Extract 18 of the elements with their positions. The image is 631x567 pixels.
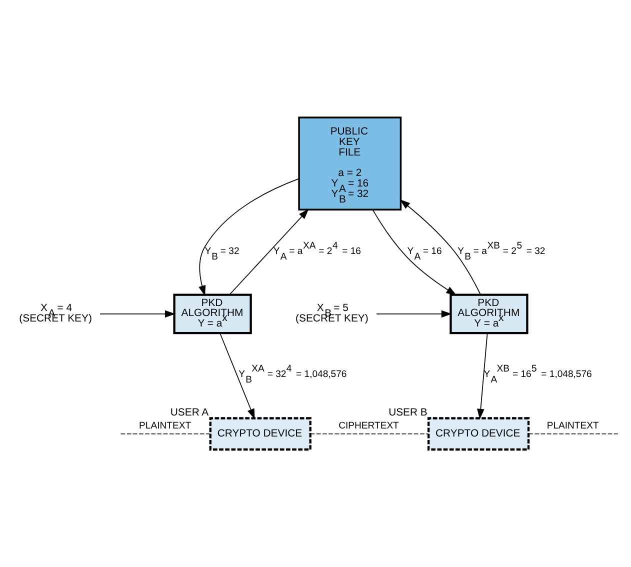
arrow [220, 332, 255, 420]
node-box: CRYPTO DEVICE [209, 417, 312, 451]
connector [310, 433, 429, 434]
edge-label: PLAINTEXT [139, 420, 192, 432]
arrow [477, 332, 488, 420]
connector [120, 433, 211, 434]
node-box: CRYPTO DEVICE [427, 417, 530, 451]
node-label: USER B [388, 407, 428, 418]
arrow [376, 310, 452, 318]
arrow [229, 208, 309, 296]
arrow [372, 209, 457, 296]
arrow [100, 310, 176, 318]
arrow [198, 178, 300, 296]
edge-label: CIPHERTEXT [338, 420, 399, 432]
node-label: USER A [170, 407, 209, 418]
connector [528, 433, 618, 434]
edge-label: PLAINTEXT [546, 420, 599, 432]
arrow [400, 199, 481, 295]
